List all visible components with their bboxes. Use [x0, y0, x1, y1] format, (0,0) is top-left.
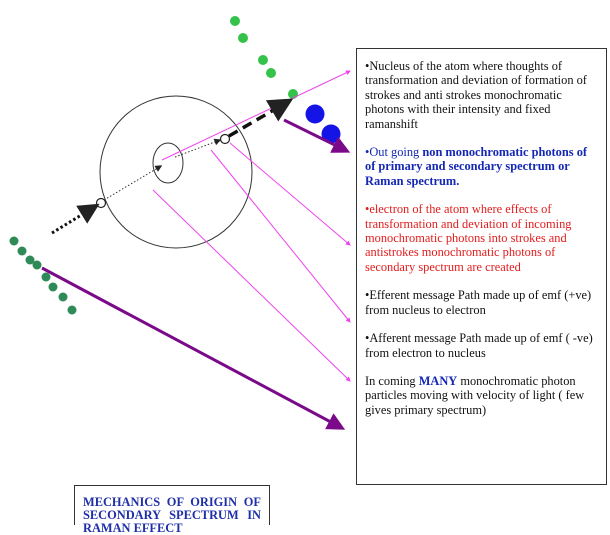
afferent-path-arrow — [174, 138, 222, 158]
note-highlight: non monochromatic — [422, 145, 529, 160]
efferent-path-arrow — [103, 165, 163, 201]
note-highlight: MANY — [418, 373, 458, 388]
photon-dot — [266, 68, 276, 78]
photon-dot — [41, 272, 51, 282]
note-suffix: monochromatic photon particles moving wi… — [365, 373, 585, 417]
note-efferent-path: •Efferent message Path made up of emf (+… — [365, 288, 600, 317]
note-bullet: • — [365, 202, 370, 217]
note-nucleus: •Nucleus of the atom where thoughts of t… — [365, 59, 600, 131]
note-bullet: • — [365, 288, 370, 303]
note-prefix: In coming — [365, 373, 419, 388]
note-text: Afferent message Path made up of emf ( -… — [365, 331, 593, 360]
note-prefix: Out going — [369, 145, 423, 160]
diagram-title-box: MECHANICS OF ORIGIN OF SECONDARY SPECTRU… — [74, 485, 270, 535]
nucleus-pointer-line — [161, 70, 351, 161]
electron-pointer-line — [229, 142, 351, 246]
diagram-title: MECHANICS OF ORIGIN OF SECONDARY SPECTRU… — [83, 495, 261, 535]
incoming-dotted-arrow — [51, 203, 100, 235]
photon-dot — [67, 305, 77, 315]
photon-dot — [9, 236, 19, 246]
photon-dot — [58, 292, 68, 302]
afferent-pointer-line — [152, 189, 351, 382]
photon-dot — [238, 33, 248, 43]
note-outgoing-photons: •Out going non monochromatic photons of … — [365, 145, 600, 188]
electron-exit-node — [219, 133, 231, 145]
photon-dot — [32, 260, 42, 270]
outgoing-photons — [230, 16, 298, 99]
nucleus — [152, 142, 184, 184]
note-text: Nucleus of the atom where thoughts of tr… — [365, 59, 587, 131]
note-electron: •electron of the atom where effects of t… — [365, 202, 600, 274]
note-afferent-path: •Afferent message Path made up of emf ( … — [365, 331, 600, 360]
photon-dot — [25, 255, 35, 265]
note-text: Efferent message Path made up of emf (+v… — [365, 288, 592, 317]
note-bullet: • — [365, 331, 370, 346]
atom-outer-shell — [99, 95, 253, 249]
note-bullet: • — [365, 145, 370, 160]
explanation-box: •Nucleus of the atom where thoughts of t… — [356, 48, 607, 485]
photon-dot — [230, 16, 240, 26]
raman-photon — [305, 104, 325, 124]
note-incoming-photons: In coming MANY monochromatic photon part… — [365, 374, 600, 417]
photon-dot — [17, 246, 27, 256]
incoming-photons — [9, 236, 77, 315]
note-text: electron of the atom where effects of tr… — [365, 202, 572, 274]
outgoing-photon-pointer — [283, 118, 351, 153]
outgoing-dashed-arrow — [228, 98, 294, 138]
note-bullet: • — [365, 59, 370, 73]
photon-dot — [258, 55, 268, 65]
photon-dot — [48, 282, 58, 292]
efferent-pointer-line — [210, 149, 351, 323]
note-suffix: photons of of primary and secondary spec… — [365, 145, 588, 188]
incoming-photon-pointer — [41, 266, 346, 430]
